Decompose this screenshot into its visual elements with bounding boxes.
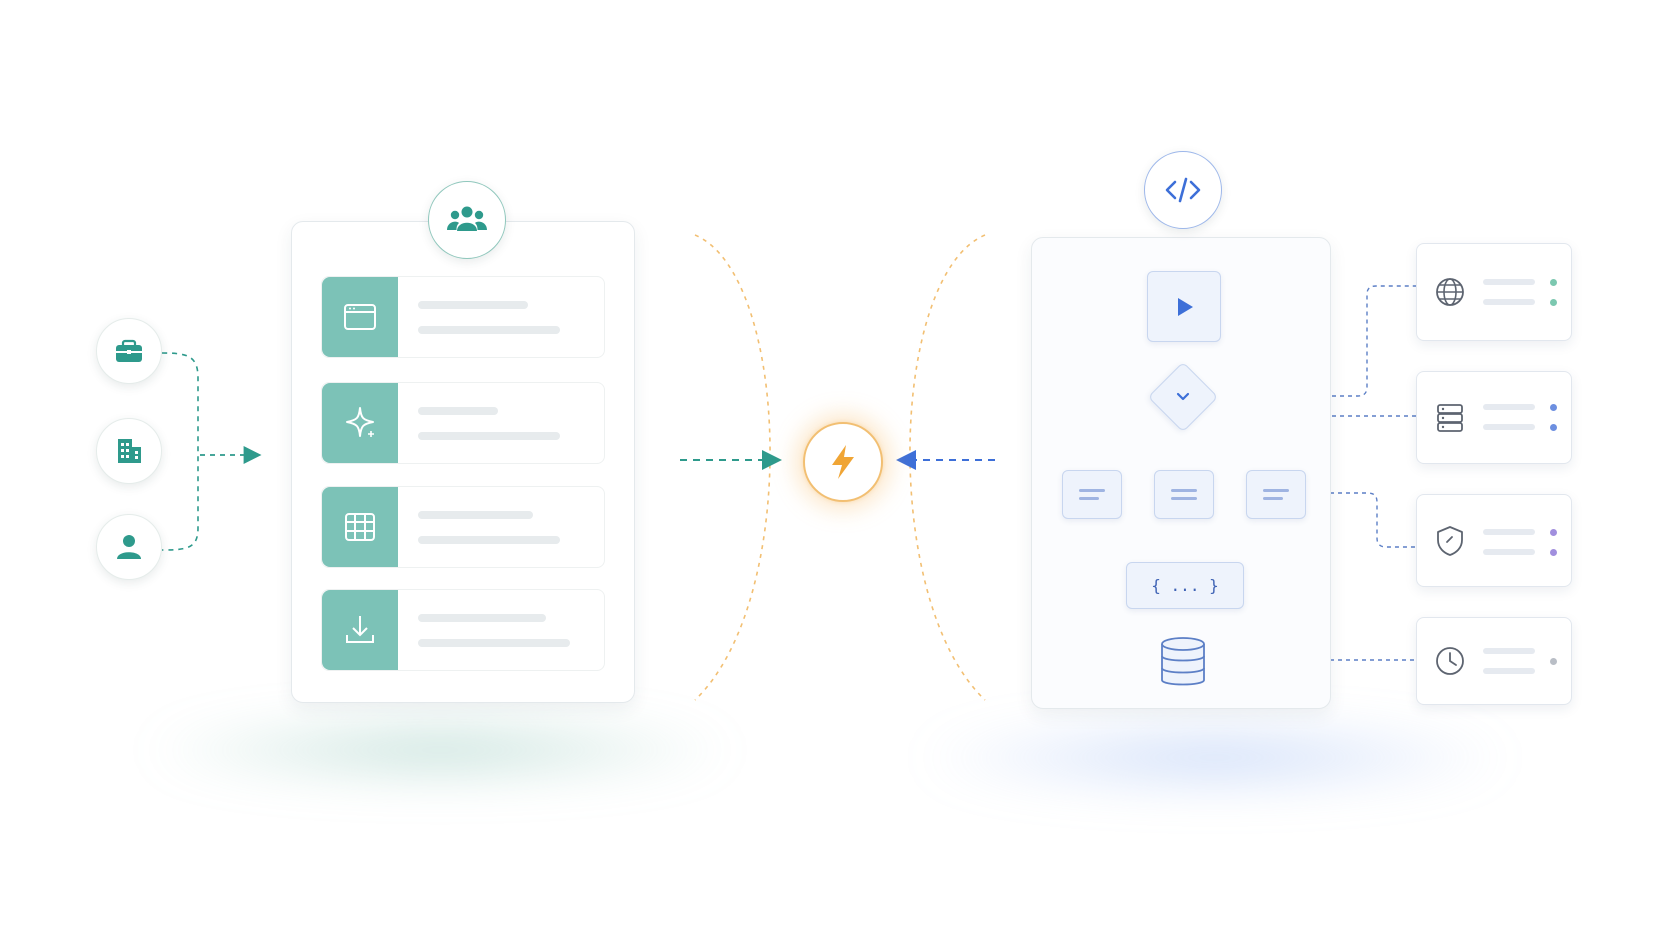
code-badge — [1144, 151, 1222, 229]
flow-step-node — [1062, 470, 1122, 519]
database-icon — [1161, 637, 1205, 686]
status-dot — [1550, 549, 1557, 556]
step-icon — [1263, 488, 1289, 500]
orange-curve-right — [909, 234, 986, 701]
service-card-shield — [1416, 494, 1572, 587]
source-user — [96, 514, 162, 580]
users-group-icon — [447, 206, 487, 231]
status-dot — [1550, 279, 1557, 286]
list-item-tile — [322, 277, 398, 357]
source-bracket-connector — [161, 352, 199, 551]
shield-icon — [1437, 525, 1463, 556]
lightning-bolt-icon — [832, 445, 854, 479]
status-dot — [1550, 404, 1557, 411]
chevron-down-icon — [1176, 392, 1190, 401]
service-card-globe — [1416, 243, 1572, 341]
code-brackets-icon — [1165, 177, 1201, 203]
status-dot — [1550, 424, 1557, 431]
list-item — [321, 382, 605, 464]
list-item — [321, 276, 605, 358]
flow-step-node — [1246, 470, 1306, 519]
globe-icon — [1436, 278, 1464, 306]
table-grid-icon — [345, 513, 375, 541]
flow-decision-node — [1147, 361, 1219, 433]
play-icon — [1178, 297, 1193, 316]
list-item — [321, 486, 605, 568]
left-ground-glow — [140, 715, 740, 785]
sparkle-icon — [346, 407, 374, 437]
right-ground-glow — [915, 720, 1515, 795]
merge-label: { ... } — [1151, 576, 1219, 595]
clock-icon — [1436, 647, 1464, 675]
service-card-clock — [1416, 617, 1572, 705]
list-item — [321, 589, 605, 671]
briefcase-icon — [116, 339, 142, 362]
status-dot — [1550, 299, 1557, 306]
browser-window-icon — [344, 304, 376, 330]
flow-step-node — [1154, 470, 1214, 519]
list-item-tile — [322, 590, 398, 670]
left-workspace-panel — [291, 221, 635, 703]
download-icon — [346, 616, 374, 643]
list-item-tile — [322, 487, 398, 567]
list-item-tile — [322, 383, 398, 463]
user-icon — [117, 535, 141, 559]
building-icon — [118, 439, 141, 463]
trigger-hub — [803, 422, 883, 502]
source-building — [96, 418, 162, 484]
team-badge — [428, 181, 506, 259]
step-icon — [1079, 488, 1105, 500]
source-briefcase — [96, 318, 162, 384]
flow-merge-node: { ... } — [1126, 562, 1244, 609]
status-dot — [1550, 529, 1557, 536]
service-card-server — [1416, 371, 1572, 464]
orange-curve-left — [694, 234, 771, 701]
flow-start-node — [1147, 271, 1221, 342]
server-icon — [1437, 403, 1463, 432]
status-dot — [1550, 658, 1557, 665]
step-icon — [1171, 488, 1197, 500]
